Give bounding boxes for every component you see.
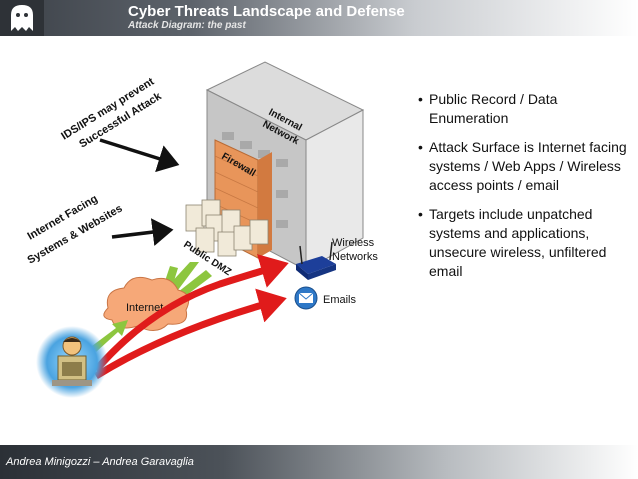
internet-facing-pointer-arrow [111, 218, 174, 246]
attack-arrow-to-emails [94, 288, 287, 379]
dmz-servers [185, 199, 269, 257]
wireless-networks-label-line1: Wireless [332, 237, 375, 249]
slide-footer: Andrea Minigozzi – Andrea Garavaglia [0, 445, 638, 479]
ids-pointer-arrow [99, 138, 180, 173]
wireless-router-icon [296, 241, 336, 280]
bullet-item-public-record: Public Record / Data Enumeration [418, 90, 628, 128]
bullet-item-targets: Targets include unpatched systems and ap… [418, 205, 628, 281]
ghost-logo [0, 0, 44, 36]
email-icon [294, 286, 318, 310]
slide-subtitle: Attack Diagram: the past [128, 20, 246, 31]
attack-diagram: Internal Network Firewall Public DMZ IDS… [26, 61, 378, 398]
bullet-list: Public Record / Data Enumeration Attack … [418, 90, 628, 291]
attack-arrow-to-wireless [93, 254, 289, 373]
emails-label: Emails [323, 294, 357, 306]
internet-label: Internet [126, 302, 163, 314]
slide-title: Cyber Threats Landscape and Defense [128, 3, 405, 20]
slide-header: Cyber Threats Landscape and Defense Atta… [0, 0, 638, 36]
wireless-networks-label-line2: Networks [332, 251, 378, 263]
footer-authors: Andrea Minigozzi – Andrea Garavaglia [6, 456, 194, 468]
bullet-item-attack-surface: Attack Surface is Internet facing system… [418, 138, 628, 195]
attacker-person-icon [36, 326, 108, 398]
